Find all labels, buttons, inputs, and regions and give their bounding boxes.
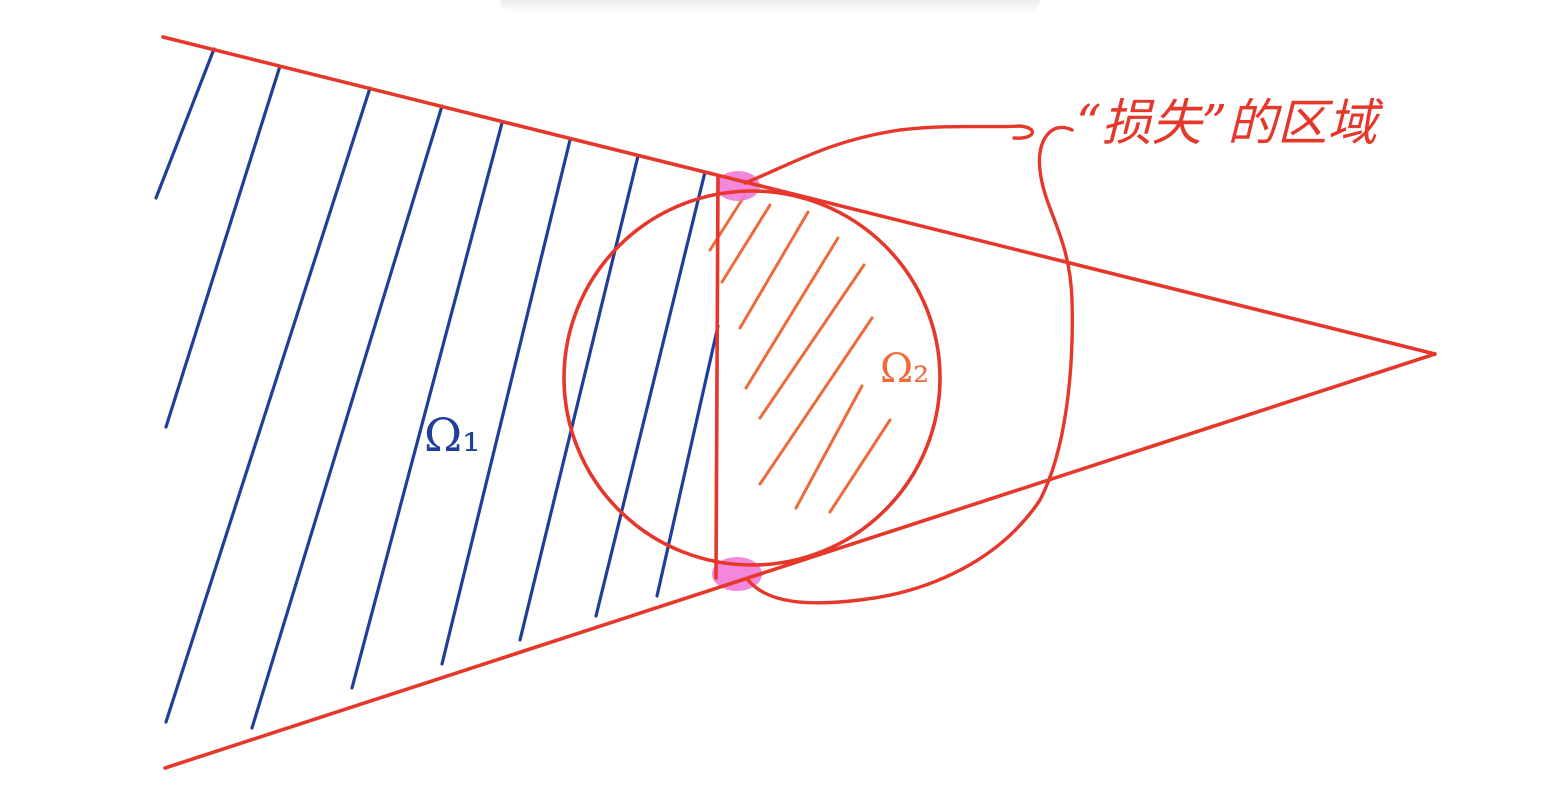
- omega2-hatching: [708, 193, 892, 514]
- hatch-stroke: [758, 316, 874, 486]
- hatch-stroke: [828, 418, 892, 514]
- hatch-line: [440, 138, 572, 666]
- vertical-chord: [714, 176, 720, 580]
- hatch-stroke: [758, 263, 866, 420]
- inscribed-circle: [562, 189, 942, 567]
- hatch-stroke: [738, 210, 810, 330]
- omega-1-label: Ω₁: [424, 408, 481, 462]
- omega-2-label: Ω₂: [880, 346, 929, 392]
- hatch-stroke: [708, 193, 747, 252]
- hatch-line: [154, 47, 216, 200]
- hatch-line: [655, 324, 720, 598]
- hatch-line: [164, 64, 282, 429]
- lost-region-label: “损失”的区域: [1076, 94, 1384, 152]
- hatch-line: [594, 170, 707, 618]
- hatch-line: [518, 154, 640, 642]
- hatch-line: [250, 104, 444, 730]
- lost-region-loop: [746, 125, 1074, 605]
- hatch-line: [350, 121, 504, 690]
- hatch-stroke: [744, 236, 840, 390]
- hatch-stroke: [794, 384, 864, 510]
- omega1-hatching: [154, 47, 720, 730]
- lost-region-pointer: [743, 124, 1034, 185]
- top-shadow: [500, 0, 1040, 14]
- hatch-stroke: [720, 203, 772, 284]
- hatch-line: [164, 86, 372, 724]
- wedge-lower-ray: [163, 352, 1437, 770]
